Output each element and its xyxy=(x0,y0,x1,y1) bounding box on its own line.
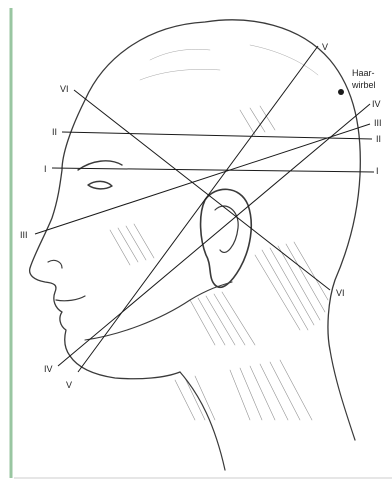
line-V-label-top: V xyxy=(322,42,328,52)
line-V-label-bottom: V xyxy=(66,380,72,390)
line-IV-label-left: IV xyxy=(44,364,53,374)
line-III-label-right: III xyxy=(374,118,382,128)
line-II-label-left: II xyxy=(52,127,57,137)
hair-whorl-label-line1: Haar- xyxy=(352,68,375,78)
line-VI-label-top: VI xyxy=(60,84,69,94)
line-IV-label-right: IV xyxy=(372,99,381,109)
hair-whorl-label-line2: wirbel xyxy=(351,80,376,90)
line-I-label-right: I xyxy=(376,166,379,176)
line-VI-label-bottom: VI xyxy=(336,288,345,298)
line-II-label-right: II xyxy=(376,134,381,144)
hair-whorl-dot xyxy=(338,89,344,95)
line-I-label-left: I xyxy=(44,164,47,174)
line-III-label-left: III xyxy=(20,230,28,240)
